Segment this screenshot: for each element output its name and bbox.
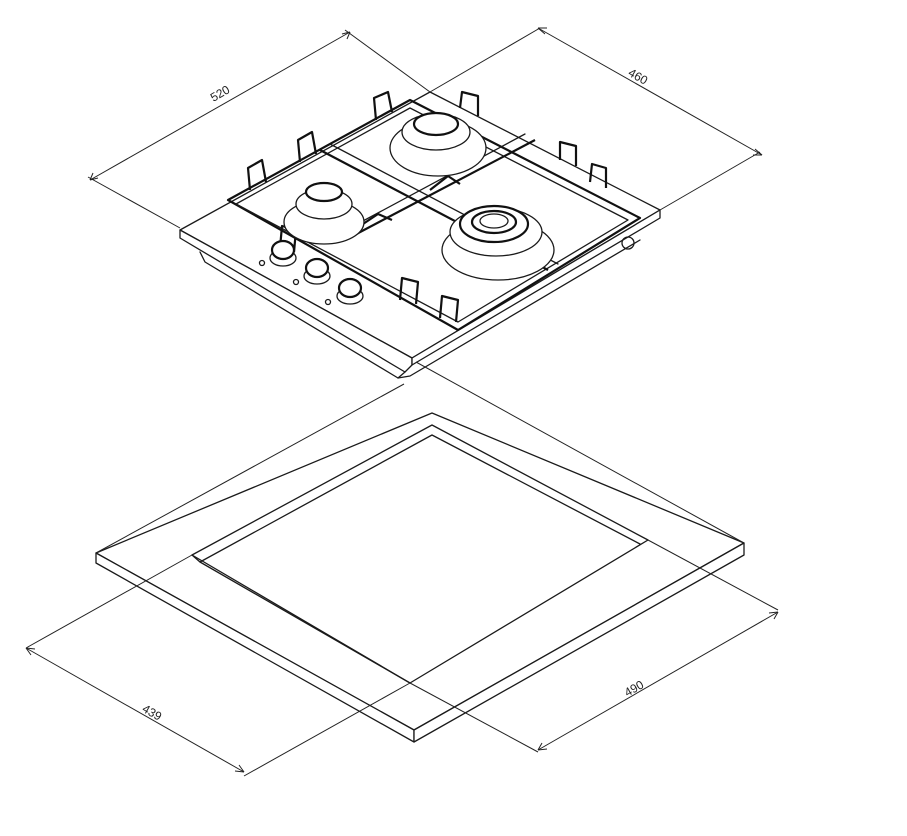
control-knobs: [258, 239, 364, 306]
burner-left: [283, 181, 365, 245]
hob-front-edge: [179, 229, 413, 373]
dimension-label-460: 460: [626, 65, 651, 87]
worktop-slab: [95, 412, 745, 731]
worktop-cutout: 439 490: [25, 361, 779, 777]
burner-wok: [441, 204, 555, 281]
burner-rear: [389, 111, 487, 177]
gas-hob: 520 460: [87, 27, 763, 379]
control-knob-3: [336, 277, 364, 305]
gas-inlet: [621, 236, 635, 250]
control-knob-2: [303, 257, 331, 285]
dimension-label-439: 439: [140, 701, 165, 723]
control-knob-1: [269, 239, 297, 267]
construction-lines: [95, 361, 745, 554]
dimension-label-490: 490: [622, 677, 647, 699]
hob-right-edge: [411, 209, 661, 366]
